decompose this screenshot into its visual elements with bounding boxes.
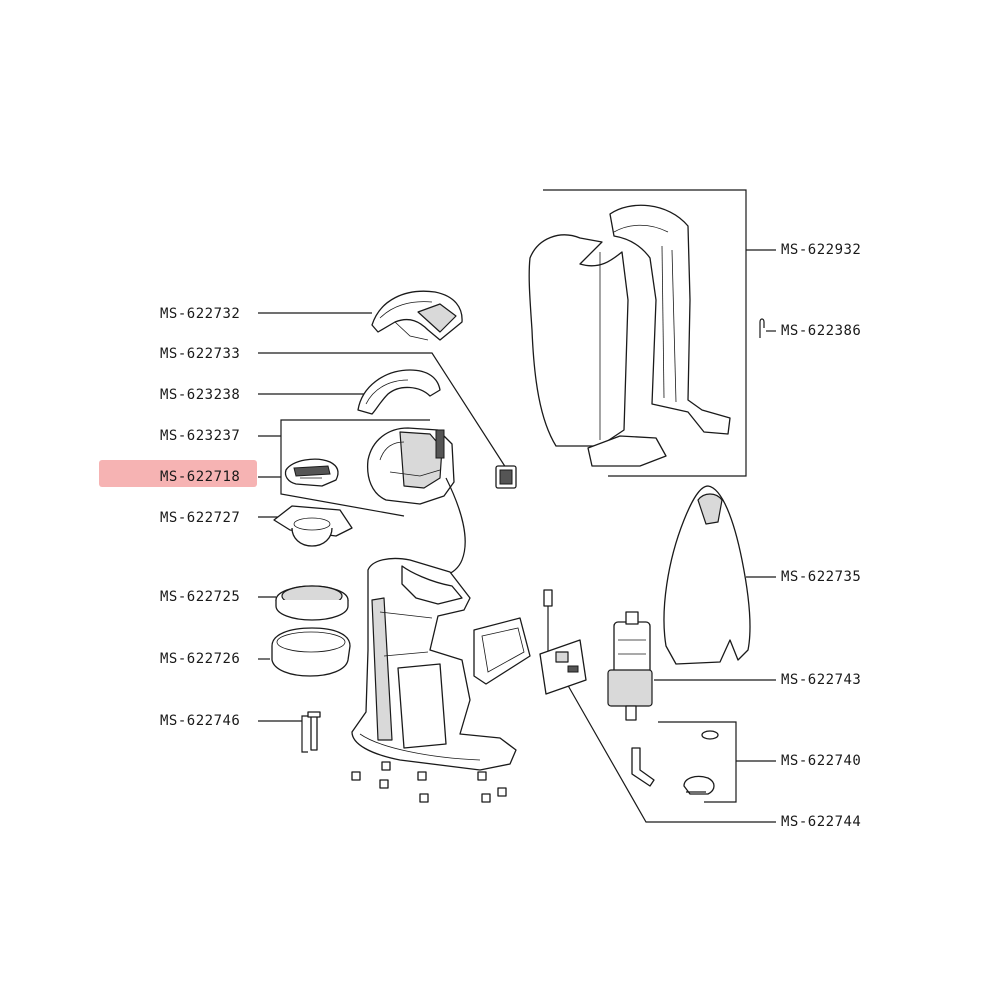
label-ms-622718[interactable]: MS-622718 xyxy=(160,469,240,485)
leader-622744 xyxy=(565,681,776,823)
bracket-623237 xyxy=(280,419,430,517)
part-power-cable xyxy=(543,589,553,656)
label-ms-622727[interactable]: MS-622727 xyxy=(160,510,240,526)
part-capsule-tray[interactable] xyxy=(273,505,353,547)
part-main-body[interactable] xyxy=(351,557,517,771)
part-brewing-head[interactable] xyxy=(366,427,466,577)
label-ms-622743[interactable]: MS-622743 xyxy=(781,672,861,688)
label-ms-622386[interactable]: MS-622386 xyxy=(781,323,861,339)
part-back-housing[interactable] xyxy=(528,204,731,467)
part-valve-kit[interactable] xyxy=(631,730,719,795)
part-circuit-board[interactable] xyxy=(539,639,587,695)
label-ms-622725[interactable]: MS-622725 xyxy=(160,589,240,605)
label-ms-622744[interactable]: MS-622744 xyxy=(781,814,861,830)
leader-622733 xyxy=(258,352,507,469)
label-ms-622740[interactable]: MS-622740 xyxy=(781,753,861,769)
bracket-622740 xyxy=(658,721,737,803)
leader-lines xyxy=(258,189,776,823)
part-front-cover[interactable] xyxy=(663,485,751,665)
selected-label-highlight xyxy=(99,460,257,487)
part-capsule-holder[interactable] xyxy=(284,458,339,487)
label-ms-622733[interactable]: MS-622733 xyxy=(160,346,240,362)
part-drip-grid[interactable] xyxy=(275,585,349,621)
bracket-622746 xyxy=(301,715,308,753)
part-arch-cover[interactable] xyxy=(357,369,441,415)
label-ms-622726[interactable]: MS-622726 xyxy=(160,651,240,667)
label-ms-622932[interactable]: MS-622932 xyxy=(781,242,861,258)
part-screw[interactable] xyxy=(307,711,321,751)
bracket-622932 xyxy=(543,189,747,477)
part-clip[interactable] xyxy=(759,318,765,338)
label-ms-622735[interactable]: MS-622735 xyxy=(781,569,861,585)
part-pump[interactable] xyxy=(607,611,653,721)
part-drip-tray[interactable] xyxy=(271,627,351,677)
label-ms-622746[interactable]: MS-622746 xyxy=(160,713,240,729)
part-small-switch[interactable] xyxy=(495,465,517,489)
label-ms-622732[interactable]: MS-622732 xyxy=(160,306,240,322)
part-top-lid-cover[interactable] xyxy=(371,290,463,341)
label-ms-623238[interactable]: MS-623238 xyxy=(160,387,240,403)
part-feet xyxy=(351,761,507,803)
label-ms-623237[interactable]: MS-623237 xyxy=(160,428,240,444)
part-frame-bracket xyxy=(473,617,531,685)
part-labels: MS-622732 MS-622733 MS-623238 MS-623237 … xyxy=(160,242,861,830)
